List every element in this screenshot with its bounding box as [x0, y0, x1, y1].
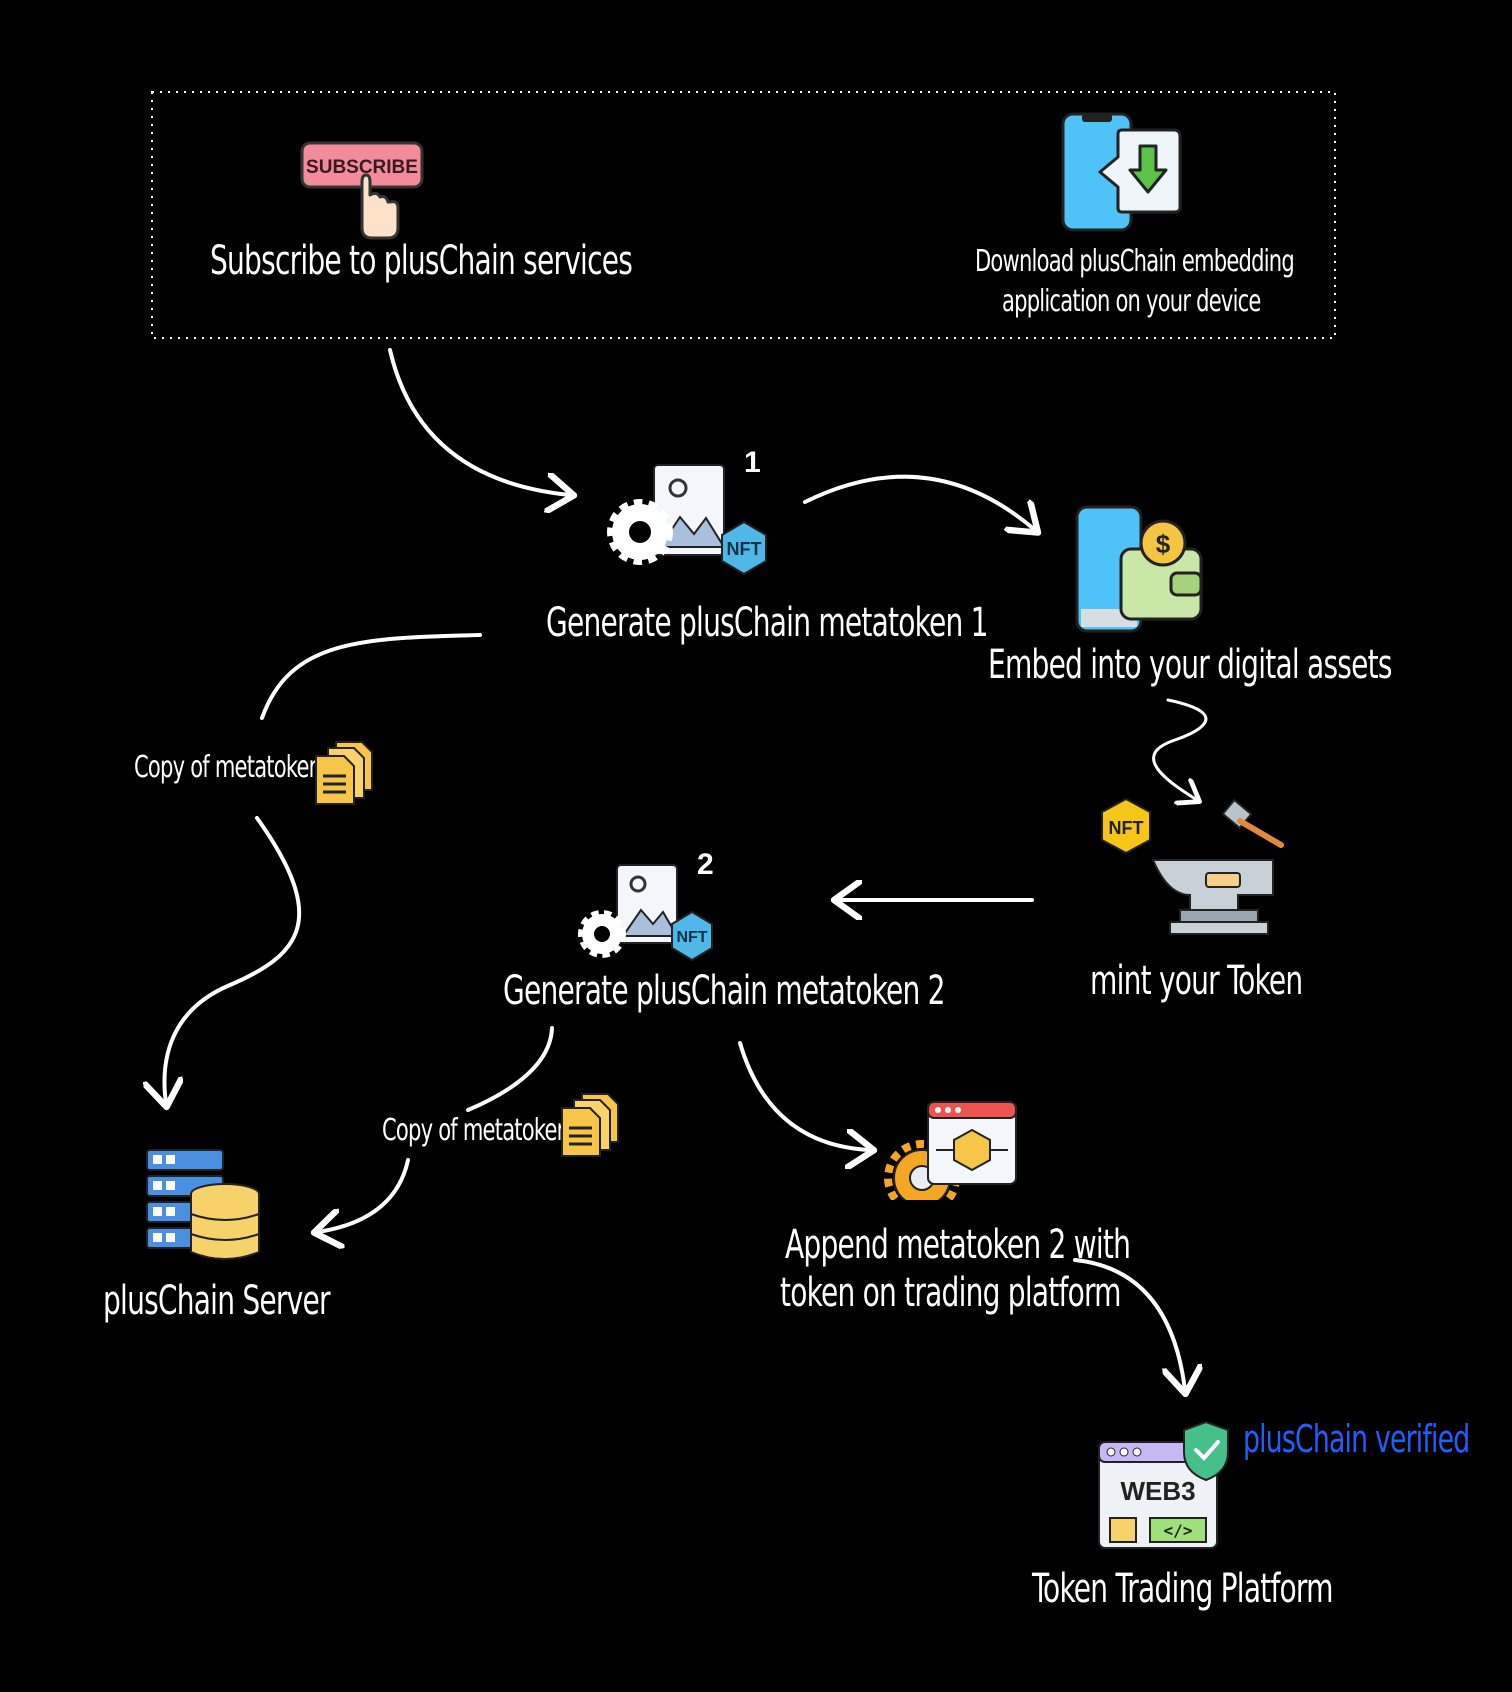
platform-label: Token Trading Platform	[1032, 1566, 1333, 1612]
mint-label: mint your Token	[1090, 958, 1303, 1004]
hammer-icon	[1221, 798, 1284, 848]
documents-icon-2	[560, 1092, 620, 1158]
subscribe-label: Subscribe to plusChain services	[210, 238, 633, 284]
nft-hex-icon	[721, 520, 767, 576]
gear-blockchain-window-icon	[878, 1100, 1018, 1216]
mint-anvil-icon: NFT	[1098, 795, 1288, 940]
copy-metatoken-1-label: Copy of metatoken 1	[134, 750, 340, 785]
shield-check-icon	[1183, 1420, 1229, 1482]
append-label-line2: token on trading platform	[780, 1270, 1122, 1316]
arrow-subscribe-to-generate1	[388, 348, 570, 495]
step2-number: 2	[697, 848, 714, 881]
phone-wallet-icon: $	[1075, 505, 1205, 633]
arrow-copy1-to-server	[164, 816, 301, 1103]
nft-hex-icon	[671, 910, 713, 962]
curve-generate1-to-copy1	[260, 633, 482, 720]
append-label-line1: Append metatoken 2 with	[785, 1222, 1131, 1268]
gear-icon	[607, 499, 673, 565]
server-database-icon	[145, 1148, 263, 1264]
curve-generate2-to-copy2	[466, 1026, 554, 1112]
documents-icon	[314, 740, 374, 806]
svg-text:$: $	[1156, 529, 1171, 559]
subscribe-icon: SUBSCRIBE	[300, 140, 425, 240]
copy-metatoken-2-label: Copy of metatoken 2	[382, 1113, 588, 1148]
gear-icon	[578, 910, 626, 958]
web3-browser-icon: WEB3 </>	[1096, 1418, 1236, 1550]
subscribe-badge-text: SUBSCRIBE	[306, 157, 418, 178]
nft-text: NFT	[727, 539, 762, 559]
generate-metatoken-2-icon: NFT	[575, 862, 725, 962]
arrow-append-to-platform	[1073, 1258, 1185, 1390]
setup-dotted-frame	[151, 91, 1336, 339]
arrow-copy2-to-server	[318, 1158, 410, 1232]
squiggle-embed-to-mint	[1152, 698, 1208, 800]
generate-metatoken-2-label: Generate plusChain metatoken 2	[503, 968, 946, 1014]
download-label-line1: Download plusChain embedding	[975, 244, 1295, 279]
verified-label: plusChain verified	[1243, 1417, 1470, 1461]
step1-number: 1	[744, 446, 761, 479]
nft-text-2: NFT	[676, 929, 707, 946]
server-label: plusChain Server	[103, 1278, 331, 1324]
download-label-line2: application on your device	[1002, 284, 1261, 319]
nft-hex-yellow-icon	[1101, 797, 1151, 855]
arrow-generate2-to-append	[738, 1041, 870, 1150]
phone-download-icon	[1060, 112, 1185, 232]
embed-label: Embed into your digital assets	[988, 642, 1392, 688]
generate-metatoken-1-label: Generate plusChain metatoken 1	[546, 600, 989, 646]
nft-yellow-text: NFT	[1109, 818, 1144, 838]
code-text: </>	[1164, 1521, 1193, 1540]
web3-text: WEB3	[1120, 1476, 1195, 1506]
arrow-generate1-to-embed	[803, 474, 1035, 530]
generate-metatoken-1-icon: NFT	[602, 462, 772, 582]
